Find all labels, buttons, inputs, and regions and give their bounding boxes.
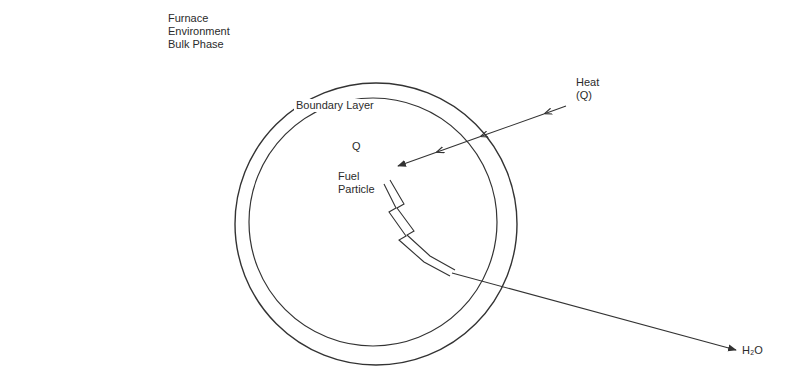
vapour-arrow: [452, 273, 736, 350]
vapour-label: H₂O: [742, 344, 763, 357]
node-text: Fuel Particle: [338, 170, 388, 196]
region-label: Furnace Environment Bulk Phase: [168, 12, 240, 51]
node-text: Boundary Layer: [294, 99, 376, 112]
heat-label: Heat (Q): [576, 76, 608, 102]
heat-arrow: [398, 106, 566, 166]
boundary-layer-circle: Boundary LayerFuel Particle: [234, 82, 518, 366]
circle-outline: [234, 82, 518, 366]
heat-symbol: Q: [352, 140, 361, 153]
fuel-particle-circle: Fuel Particle: [248, 97, 498, 347]
vapour-zigzag: [390, 180, 455, 270]
vapour-zigzag: [384, 184, 450, 276]
circle-outline: [248, 97, 498, 347]
